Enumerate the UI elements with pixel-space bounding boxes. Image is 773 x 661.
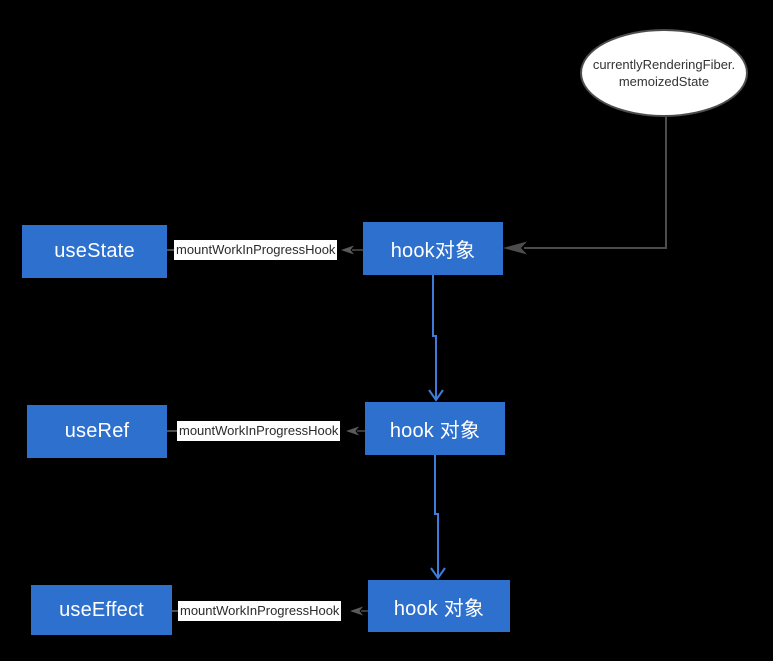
fiber-label-line1: currentlyRenderingFiber. <box>592 57 736 72</box>
edge-fiber-memoizedstate-to-hook1 <box>503 117 667 255</box>
node-usestate[interactable]: useState <box>22 225 167 278</box>
arrowhead-down-open-1 <box>428 389 444 402</box>
node-useref[interactable]: useRef <box>27 405 167 458</box>
edge-label-mountworkinprogresshook-1[interactable]: mountWorkInProgressHook <box>174 240 338 260</box>
edge-hook1-next-hook2 <box>428 275 444 402</box>
node-hook-object-3[interactable]: hook 对象 <box>368 580 510 632</box>
arrowhead-left-1 <box>341 245 354 255</box>
node-usestate-label: useState <box>54 240 135 262</box>
node-useeffect-label: useEffect <box>59 598 144 621</box>
edge-label-mountworkinprogresshook-2[interactable]: mountWorkInProgressHook <box>177 421 341 441</box>
arrowhead-left-3 <box>350 606 363 616</box>
arrowhead-fiber-left <box>503 241 527 255</box>
node-useref-label: useRef <box>64 420 130 442</box>
node-hook-object-2-label: hook 对象 <box>389 420 481 442</box>
node-useeffect[interactable]: useEffect <box>31 585 172 635</box>
edge-useeffect-to-hook3 <box>172 606 368 616</box>
node-hook-object-1-label: hook对象 <box>390 240 476 262</box>
edge-label-mountworkinprogresshook-3[interactable]: mountWorkInProgressHook <box>178 601 342 621</box>
edge-usestate-to-hook1 <box>167 245 363 255</box>
node-currently-rendering-fiber[interactable]: currentlyRenderingFiber. memoizedState <box>580 29 748 117</box>
arrowhead-left-2 <box>346 426 359 436</box>
arrowhead-down-open-2 <box>430 567 446 580</box>
fiber-label-line2: memoizedState <box>618 74 710 89</box>
edge-hook2-next-hook3 <box>430 455 446 580</box>
node-hook-object-2[interactable]: hook 对象 <box>365 402 505 455</box>
edge-useref-to-hook2 <box>167 426 365 436</box>
node-hook-object-3-label: hook 对象 <box>393 597 485 620</box>
node-hook-object-1[interactable]: hook对象 <box>363 222 503 275</box>
